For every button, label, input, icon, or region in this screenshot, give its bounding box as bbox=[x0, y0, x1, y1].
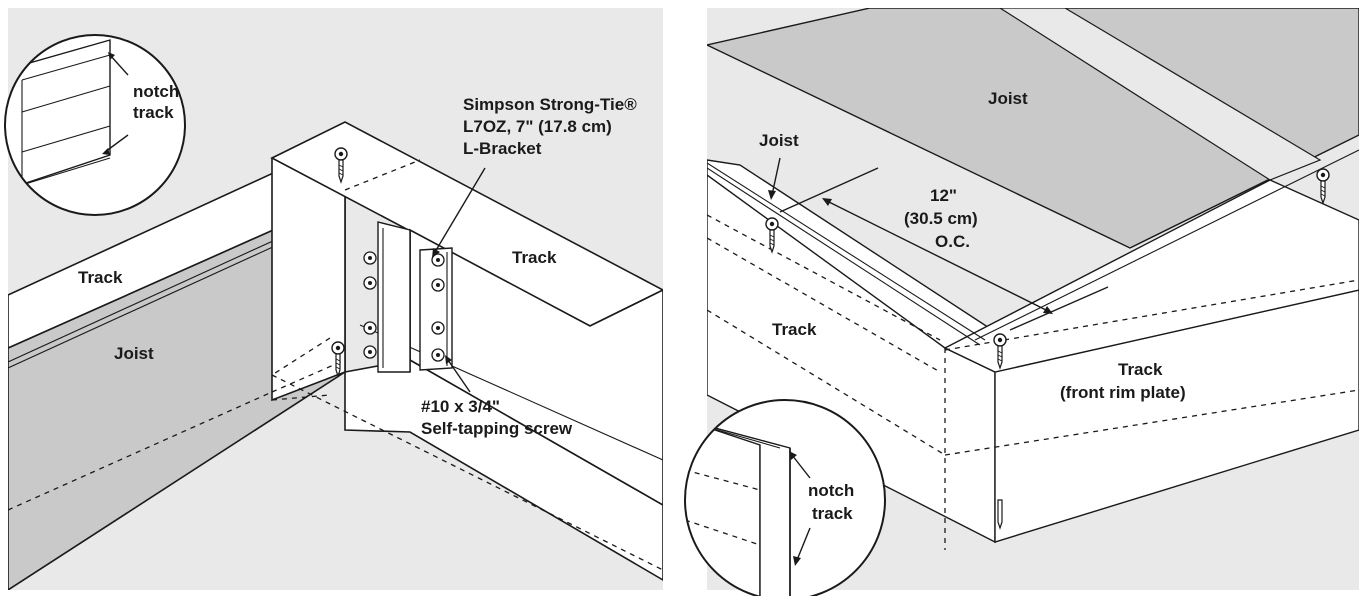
right-panel bbox=[684, 8, 1359, 596]
right-inset-notch-label: notch bbox=[808, 481, 854, 500]
right-track-label: Track bbox=[512, 248, 557, 267]
bracket-label-line2: L7OZ, 7" (17.8 cm) bbox=[463, 117, 612, 136]
spacing-dimension-line bbox=[824, 199, 1051, 313]
bracket-label-line3: L-Bracket bbox=[463, 139, 542, 158]
front-rim-label-line1: Track bbox=[1118, 360, 1163, 379]
bracket-leader-line bbox=[434, 167, 486, 253]
right-track-label: Track bbox=[772, 320, 817, 339]
screw-label-line1: #10 x 3/4" bbox=[421, 397, 500, 416]
right-joist-label: Joist bbox=[759, 131, 799, 150]
right-top-joist bbox=[707, 8, 1359, 249]
left-inset-notch-label: notch bbox=[133, 82, 179, 101]
left-notch-inset bbox=[4, 34, 186, 216]
right-inset-track-label: track bbox=[812, 504, 853, 523]
screw-leader-line bbox=[447, 359, 471, 393]
front-rim-top bbox=[943, 179, 1359, 373]
left-joist-label: Joist bbox=[114, 344, 154, 363]
screw-label-line2: Self-tapping screw bbox=[421, 419, 573, 438]
bottom-screw-icon bbox=[997, 499, 1003, 530]
right-top-joist-label: Joist bbox=[988, 89, 1028, 108]
spacing-label-line2: (30.5 cm) bbox=[904, 209, 978, 228]
right-notch-inset bbox=[684, 399, 886, 596]
left-panel bbox=[4, 8, 663, 590]
spacing-label-line3: O.C. bbox=[935, 232, 970, 251]
left-track-label: Track bbox=[78, 268, 123, 287]
spacing-extension-upper bbox=[779, 167, 879, 213]
bracket-screws bbox=[363, 251, 445, 362]
front-rim-label-line2: (front rim plate) bbox=[1060, 383, 1186, 402]
spacing-extension-lower bbox=[1009, 286, 1109, 331]
spacing-label-line1: 12" bbox=[930, 186, 957, 205]
l-bracket bbox=[377, 221, 453, 373]
bracket-label-line1: Simpson Strong-Tie® bbox=[463, 95, 637, 114]
joist-leader-line bbox=[771, 157, 781, 196]
left-inset-track-label: track bbox=[133, 103, 174, 122]
